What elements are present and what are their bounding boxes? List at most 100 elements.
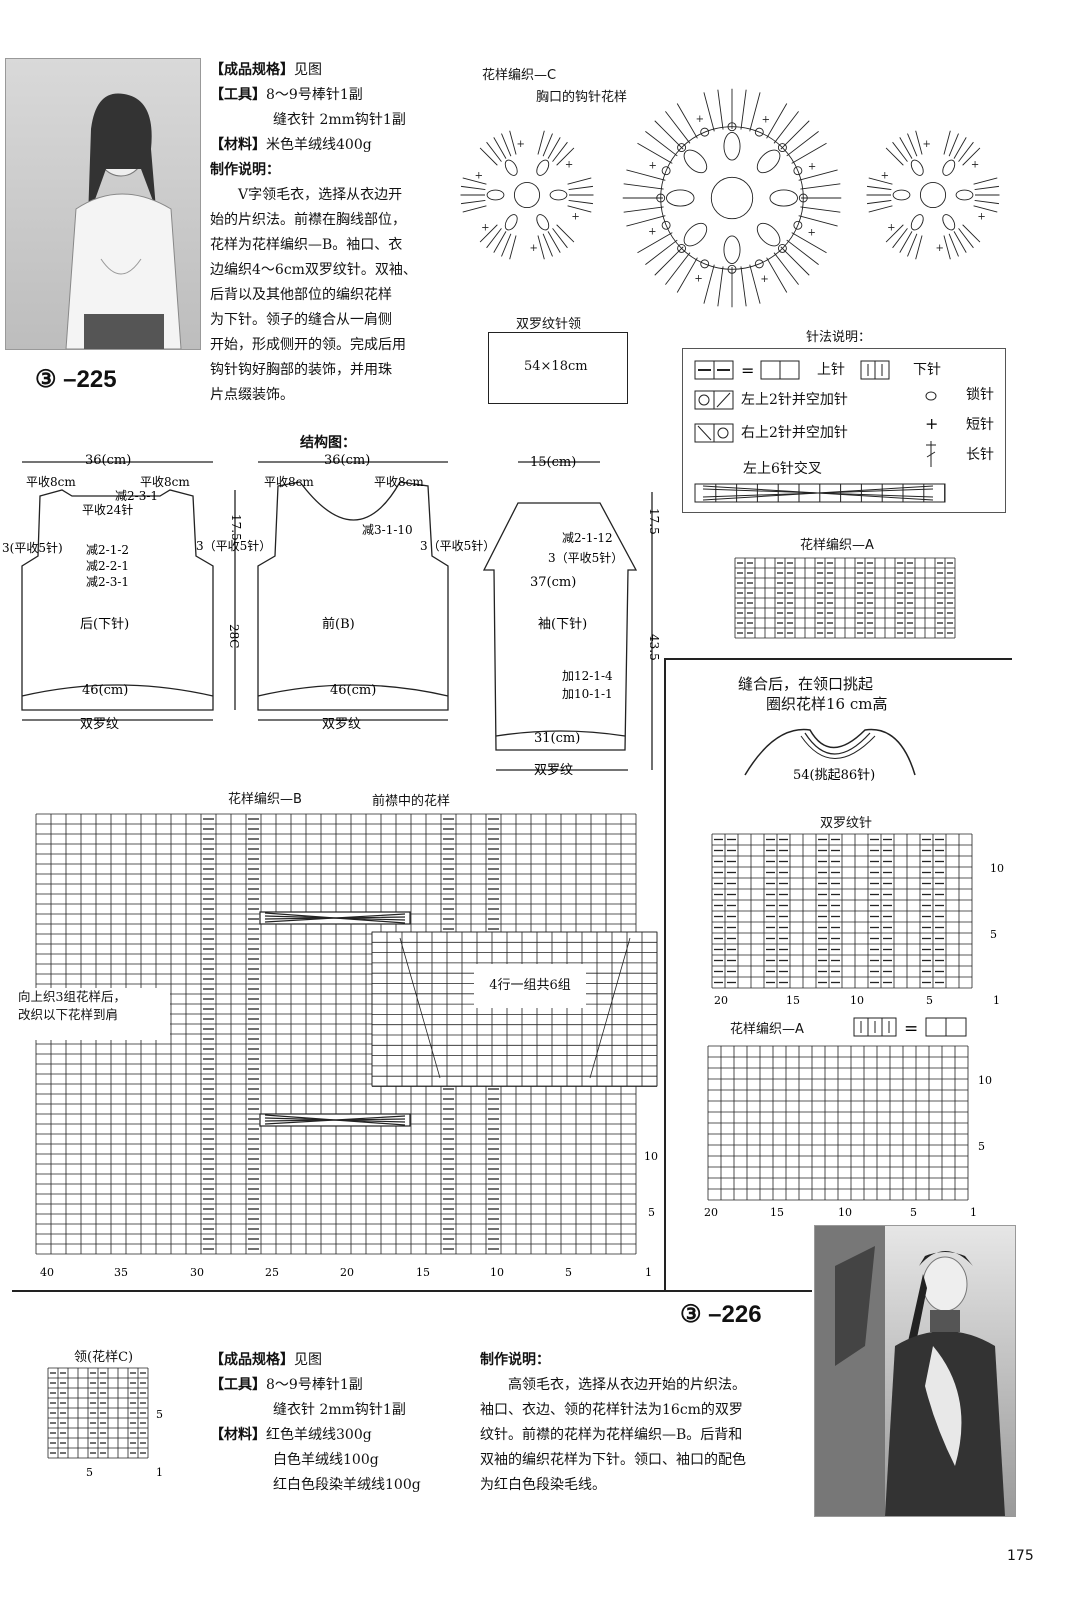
tools-1: 8～9号棒针1副 (266, 87, 363, 103)
model-photo-226 (814, 1225, 1016, 1517)
sleeve-inc-2: 加10-1-1 (562, 687, 613, 701)
tools-1-226: 8～9号棒针1副 (266, 1377, 363, 1393)
crochet-motif-left: ++++++ (460, 130, 594, 260)
svg-text:+: + (881, 171, 889, 182)
crochet-c-title: 花样编织—C (482, 68, 557, 83)
collar-chart-title: 领(花样C) (74, 1350, 134, 1365)
legend-dc: 长针 (966, 447, 994, 463)
material-3-226: 红白色段染羊绒线100g (273, 1477, 421, 1493)
collar-chart: 5 5 1 (47, 1367, 163, 1479)
svg-text:+: + (649, 160, 657, 171)
rib-chart: 10 5 20 15 10 5 1 (711, 833, 1004, 1007)
collar-row-label-5: 5 (156, 1408, 163, 1421)
pattern-b-cables (259, 911, 411, 1127)
pattern-b-note-1: 向上织3组花样后， (18, 989, 126, 1004)
legend-left-dec: 左上2针并空加针 (741, 392, 848, 408)
spec-value-226: 见图 (294, 1352, 322, 1368)
method-title-226: 制作说明： (480, 1352, 550, 1368)
b-col-label-25: 25 (265, 1266, 279, 1279)
pattern-a-equation: = (853, 1017, 967, 1039)
divider-h (664, 658, 1012, 660)
tools-2-226: 缝衣针 2mm钩针1副 (273, 1402, 406, 1418)
tools-label-226: 【工具】 (210, 1377, 266, 1393)
svg-text:+: + (648, 226, 656, 237)
a-row-label-10: 10 (978, 1074, 992, 1087)
b-col-label-15: 15 (416, 1266, 430, 1279)
method-line-226: 袖口、衣边、领的花样针法为16cm的双罗 (480, 1402, 743, 1418)
divider-bottom (12, 1290, 812, 1292)
back-side-right: 3（平收5针） (196, 538, 271, 553)
page-number: 175 (1007, 1548, 1034, 1564)
spec-label: 【成品规格】 (210, 62, 294, 78)
back-height-2: 28C (227, 624, 241, 648)
back-rib: 双罗纹 (80, 717, 119, 732)
rib-col-label-10: 10 (850, 994, 864, 1007)
method-line: 片点缀装饰。 (210, 387, 294, 403)
svg-text:+: + (887, 223, 895, 234)
a-col-label-5: 5 (910, 1206, 917, 1219)
svg-text:+: + (475, 171, 483, 182)
back-dec-3: 减2-3-1 (86, 575, 129, 589)
svg-text:+: + (808, 162, 816, 173)
back-width-bottom: 46(cm) (82, 683, 128, 698)
crochet-c-motifs: ++++++++++++++++++++ (460, 88, 1000, 308)
divider-v (664, 658, 666, 1290)
b-col-label-30: 30 (190, 1266, 204, 1279)
pattern-225-id: ③ –225 (35, 366, 117, 393)
collar-col-label-5: 5 (86, 1466, 93, 1479)
back-bind-left: 平收8cm (26, 475, 76, 489)
svg-text:+: + (481, 223, 489, 234)
collar-col-label-1: 1 (156, 1466, 163, 1479)
pattern-b-subtitle: 前襟中的花样 (372, 794, 451, 809)
svg-text:+: + (517, 139, 525, 150)
pattern-b-overlay (371, 931, 658, 1087)
method-line: 始的片织法。前襟在胸线部位， (210, 212, 406, 228)
material-1-226: 红色羊绒线300g (266, 1427, 372, 1443)
pattern-225-info: 【成品规格】见图 【工具】8～9号棒针1副 缝衣针 2mm钩针1副 【材料】米色… (210, 58, 417, 408)
svg-text:+: + (923, 139, 931, 150)
b-col-label-5: 5 (565, 1266, 572, 1279)
material-label: 【材料】 (210, 137, 266, 153)
structure-labels: 36(cm) 平收8cm 平收8cm 减2-3-1 平收24针 3(平收5针) … (2, 453, 661, 778)
rib-col-label-1: 1 (993, 994, 1000, 1007)
sleeve-rib: 双罗纹 (534, 763, 573, 778)
structure-diagram: 36(cm) 平收8cm 平收8cm 减2-3-1 平收24针 3(平收5针) … (2, 453, 661, 778)
back-dec-top: 减2-3-1 (115, 489, 158, 503)
back-height-1: 17.5 (229, 514, 243, 541)
material-label-226: 【材料】 (210, 1427, 266, 1443)
a-col-label-20: 20 (704, 1206, 718, 1219)
method-line-226: 纹针。前襟的花样为花样编织—B。后背和 (480, 1427, 743, 1443)
back-bind-neck: 平收24针 (82, 502, 133, 517)
method-line: 钩针钩好胸部的装饰，并用珠 (210, 362, 392, 378)
svg-text:+: + (760, 274, 768, 285)
method-line: 后背以及其他部位的编织花样 (210, 287, 392, 303)
svg-text:=: = (741, 361, 754, 380)
back-dec-1: 减2-1-2 (86, 543, 129, 557)
svg-text:+: + (762, 115, 770, 126)
svg-text:+: + (971, 159, 979, 170)
collar-pick-diagram: 54(挑起86针) (744, 728, 916, 783)
collar-pick-text: 缝合后，在领口挑起 圈织花样16 cm高 (738, 674, 887, 714)
sleeve-cuff: 31(cm) (534, 731, 580, 746)
b-col-label-20: 20 (340, 1266, 354, 1279)
b-row-label-10: 10 (644, 1150, 658, 1163)
pattern-b-chart: 10 5 40 35 30 25 20 15 10 5 1 (35, 813, 658, 1279)
svg-text:+: + (696, 114, 704, 125)
svg-text:+: + (694, 273, 702, 284)
legend-box: = + 上针 下针 左上2针并空加针 右上2针并空加针 锁针 短针 长针 左上6… (682, 348, 1006, 513)
front-bind-right: 平收8cm (374, 475, 424, 489)
legend-cable: 左上6针交叉 (743, 461, 822, 477)
front-width-top: 36(cm) (324, 453, 370, 468)
legend-title: 针法说明： (806, 330, 872, 345)
tools-label: 【工具】 (210, 87, 266, 103)
back-dec-2: 减2-2-1 (86, 559, 129, 573)
pattern-b-title: 花样编织—B (228, 792, 302, 807)
sleeve-height-1: 17.5 (647, 508, 661, 535)
rib-col-label-15: 15 (786, 994, 800, 1007)
a-col-label-15: 15 (770, 1206, 784, 1219)
pattern-b-repeat: 4行一组共6组 (474, 964, 586, 1008)
svg-text:+: + (571, 211, 579, 222)
rib-row-label-5: 5 (990, 928, 997, 941)
pattern-226-id: ③ –226 (680, 1301, 762, 1328)
legend-sc: 短针 (966, 417, 994, 433)
